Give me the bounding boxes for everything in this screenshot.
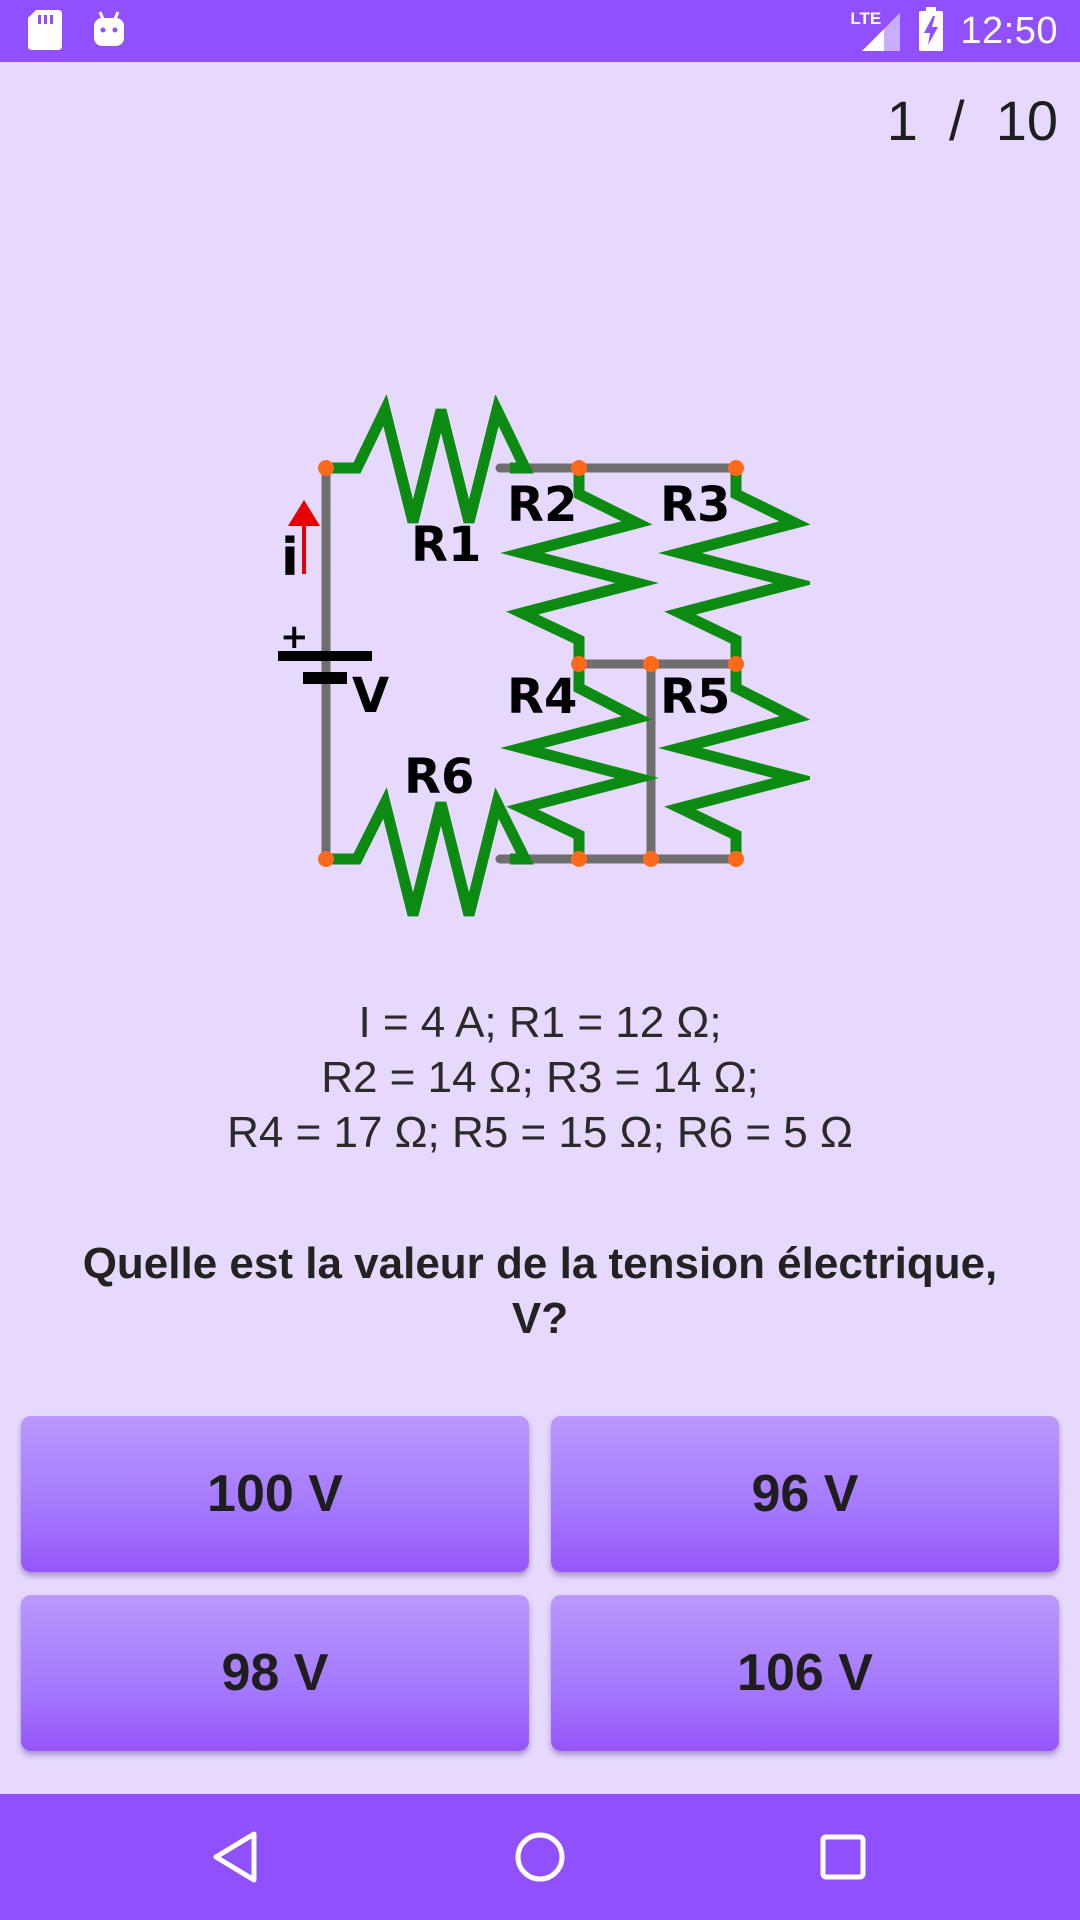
current-arrow: i [281, 500, 320, 588]
nav-home-button[interactable] [505, 1822, 575, 1892]
label-r1: R1 [411, 517, 481, 573]
label-r4: R4 [507, 669, 577, 725]
label-r3: R3 [660, 477, 730, 533]
answer-button-1[interactable]: 100 V [21, 1416, 529, 1572]
sd-card-icon [28, 10, 62, 55]
resistor-r1 [326, 393, 534, 524]
circuit-svg: + V i R1 R2 R3 R4 R5 R6 [278, 393, 817, 917]
progress-current: 1 [886, 89, 918, 152]
resistor-r5 [658, 664, 817, 859]
progress-total: 10 [995, 89, 1058, 152]
resistor-r2 [500, 468, 659, 664]
junction-nodes [318, 460, 744, 867]
label-r2: R2 [507, 477, 577, 533]
recents-icon [820, 1834, 866, 1880]
android-icon [92, 10, 126, 55]
status-left-icons [28, 10, 126, 55]
battery-symbol: + V [278, 617, 389, 724]
answer-button-2[interactable]: 96 V [551, 1416, 1059, 1572]
nav-back-button[interactable] [200, 1822, 270, 1892]
resistor-r6 [326, 787, 534, 917]
navigation-bar [0, 1794, 1080, 1920]
nav-recents-button[interactable] [808, 1822, 878, 1892]
resistor-r3 [658, 468, 817, 664]
signal-icon: LTE [850, 9, 902, 53]
voltage-label: V [352, 668, 389, 724]
question-text: Quelle est la valeur de la tension élect… [82, 1239, 998, 1343]
progress-separator: / [949, 89, 965, 152]
current-label: i [281, 528, 299, 588]
given-values: I = 4 A; R1 = 12 Ω; R2 = 14 Ω; R3 = 14 Ω… [0, 995, 1080, 1160]
question-progress: 1 / 10 [887, 88, 1058, 153]
answer-button-3[interactable]: 98 V [21, 1595, 529, 1751]
battery-plus-label: + [280, 617, 309, 657]
resistor-labels: R1 R2 R3 R4 R5 R6 [404, 477, 730, 805]
resistor-r4 [500, 664, 659, 859]
circuit-diagram: + V i R1 R2 R3 R4 R5 R6 [270, 393, 817, 935]
given-line-2: R2 = 14 Ω; R3 = 14 Ω; [321, 1053, 759, 1102]
home-icon [515, 1832, 565, 1882]
label-r5: R5 [660, 669, 730, 725]
battery-charging-icon [918, 6, 944, 56]
clock: 12:50 [960, 9, 1058, 52]
resistors [326, 393, 817, 917]
label-r6: R6 [404, 749, 474, 805]
network-type-label: LTE [850, 9, 882, 28]
status-right-icons: LTE 12:50 [850, 6, 1058, 56]
answer-button-4[interactable]: 106 V [551, 1595, 1059, 1751]
status-bar: LTE 12:50 [0, 0, 1080, 62]
given-line-3: R4 = 17 Ω; R5 = 15 Ω; R6 = 5 Ω [227, 1108, 853, 1157]
given-line-1: I = 4 A; R1 = 12 Ω; [358, 998, 722, 1047]
back-icon [213, 1831, 257, 1883]
